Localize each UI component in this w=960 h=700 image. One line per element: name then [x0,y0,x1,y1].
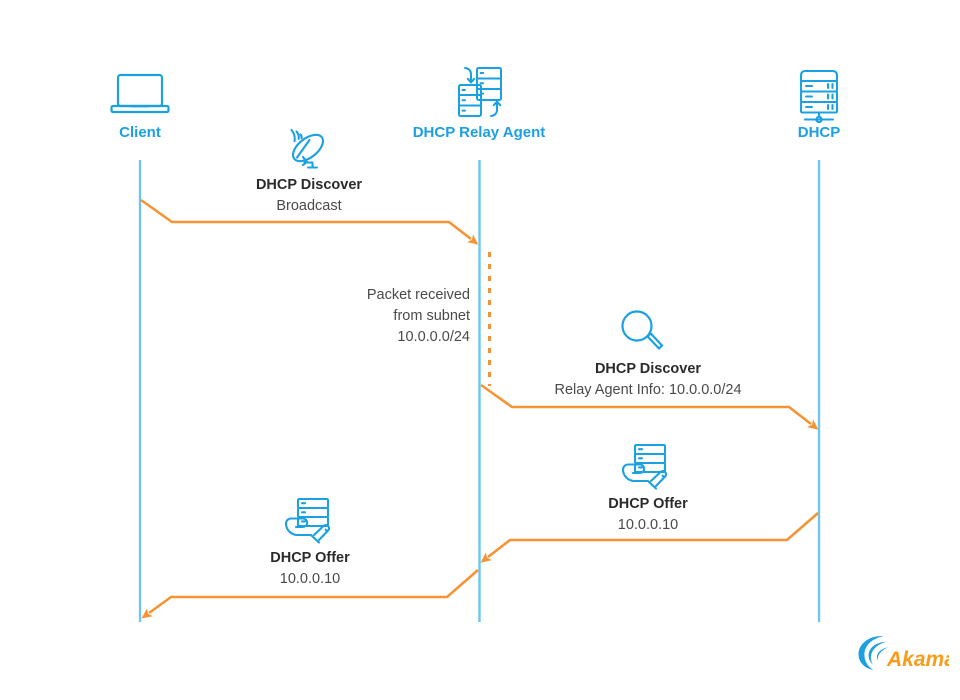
actor-label-relay: DHCP Relay Agent [412,124,546,141]
message-subtitle: Relay Agent Info: 10.0.0.0/24 [554,382,742,399]
akamai-logo: Akamai [858,636,949,671]
hand-server-icon-offer-client [284,497,331,544]
actor-label-client: Client [119,124,161,141]
message-label-discover-broadcast: DHCP Discover Broadcast [256,175,362,217]
message-title: DHCP Offer [270,550,350,566]
laptop-icon [110,73,170,114]
message-subtitle: 10.0.0.10 [279,571,341,588]
satellite-dish-icon [290,128,325,169]
magnifier-icon [621,310,664,350]
note-line-1: Packet received [366,287,470,303]
server-relay-icon [458,67,502,117]
akamai-wordmark: Akamai [886,648,949,671]
server-rack-icon [799,69,839,124]
actor-label-dhcp: DHCP [797,124,841,141]
arrow-discover-broadcast [140,198,479,245]
note-packet-received: Packet received from subnet 10.0.0.0/24 [367,285,470,348]
message-subtitle: 10.0.0.10 [617,517,679,534]
message-title: DHCP Offer [608,496,688,512]
message-label-discover-relay-info: DHCP Discover Relay Agent Info: 10.0.0.0… [554,359,741,401]
akamai-wave-icon [858,636,888,670]
arrow-offer-to-client [141,569,479,619]
arrow-offer-to-relay [480,512,819,563]
arrow-discover-relay-info [480,383,819,430]
message-title: DHCP Discover [255,177,363,193]
hand-server-icon-offer-relay [621,443,668,490]
note-line-2: from subnet [393,308,470,325]
message-label-offer-to-relay: DHCP Offer 10.0.0.10 [608,494,688,536]
note-line-3: 10.0.0.0/24 [397,329,470,346]
message-label-offer-to-client: DHCP Offer 10.0.0.10 [270,548,350,590]
message-subtitle: Broadcast [276,198,342,215]
message-title: DHCP Discover [594,361,702,377]
